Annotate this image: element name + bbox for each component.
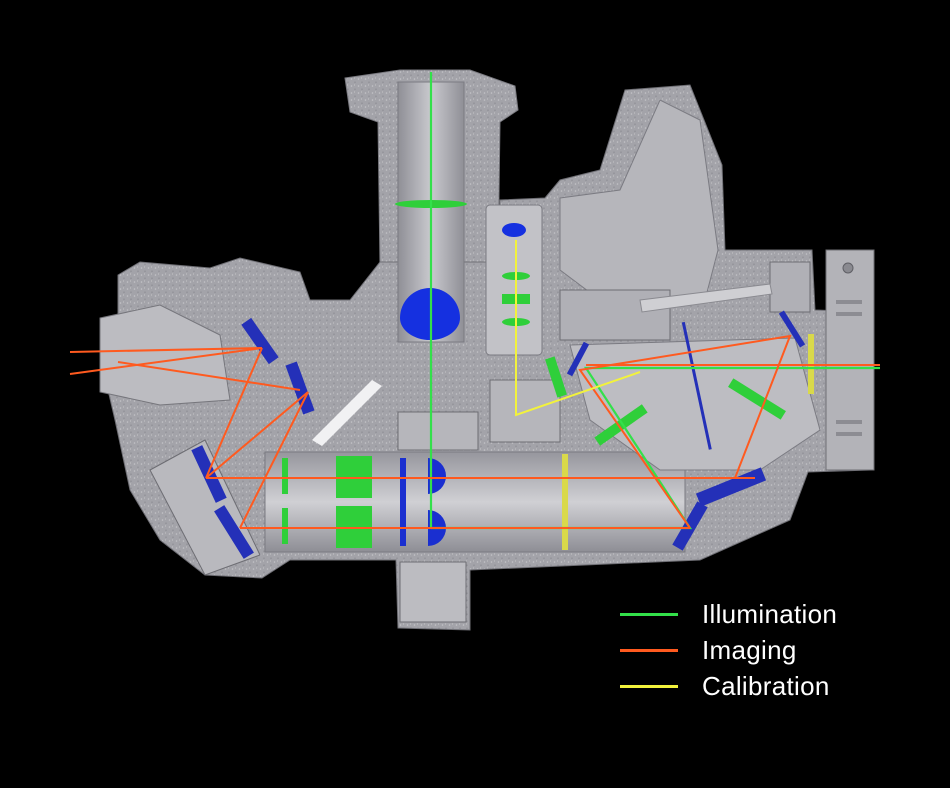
lens-element [282,508,288,544]
horizontal-tube [264,451,686,553]
mirrors [191,223,806,559]
blue-plate [400,458,406,546]
imaging-beam [69,334,880,529]
mount-block-2 [769,261,811,313]
mirror [566,341,590,377]
half-lens [428,458,446,494]
beam-splitter [545,356,567,398]
mirror [285,361,315,415]
mirror [778,310,806,348]
calibration-channel [485,204,543,356]
baffle [312,380,382,446]
legend-swatch [620,612,678,616]
end-cap [825,249,875,471]
mirror [681,321,712,450]
lower-block [399,561,467,623]
input-nozzle [99,304,231,406]
mount-block-3 [397,411,479,451]
dichroic [728,378,786,420]
legend-item-calibration: Calibration [620,668,837,704]
legend: Illumination Imaging Calibration [620,596,837,704]
legend-swatch [620,684,678,688]
legend-label: Illumination [702,598,838,629]
instrument-housing [99,69,875,631]
legend-item-illumination: Illumination [620,596,837,632]
legend-label: Calibration [702,670,830,701]
mirror [214,505,254,559]
legend-label: Imaging [702,634,797,665]
dichroic [594,404,648,446]
filter [562,454,568,550]
support-rod [639,283,773,313]
mirror [241,317,279,365]
lens-element [282,458,288,494]
end-cap-screw [842,262,854,274]
detector-mount [149,439,261,576]
calib-lens [502,223,526,237]
calibration-beam [515,240,641,417]
mirror [191,445,227,503]
upper-cavity [559,99,719,301]
legend-swatch [620,648,678,652]
legend-item-imaging: Imaging [620,632,837,668]
mount-block-1 [559,289,671,341]
end-cap-ribs [836,300,862,436]
